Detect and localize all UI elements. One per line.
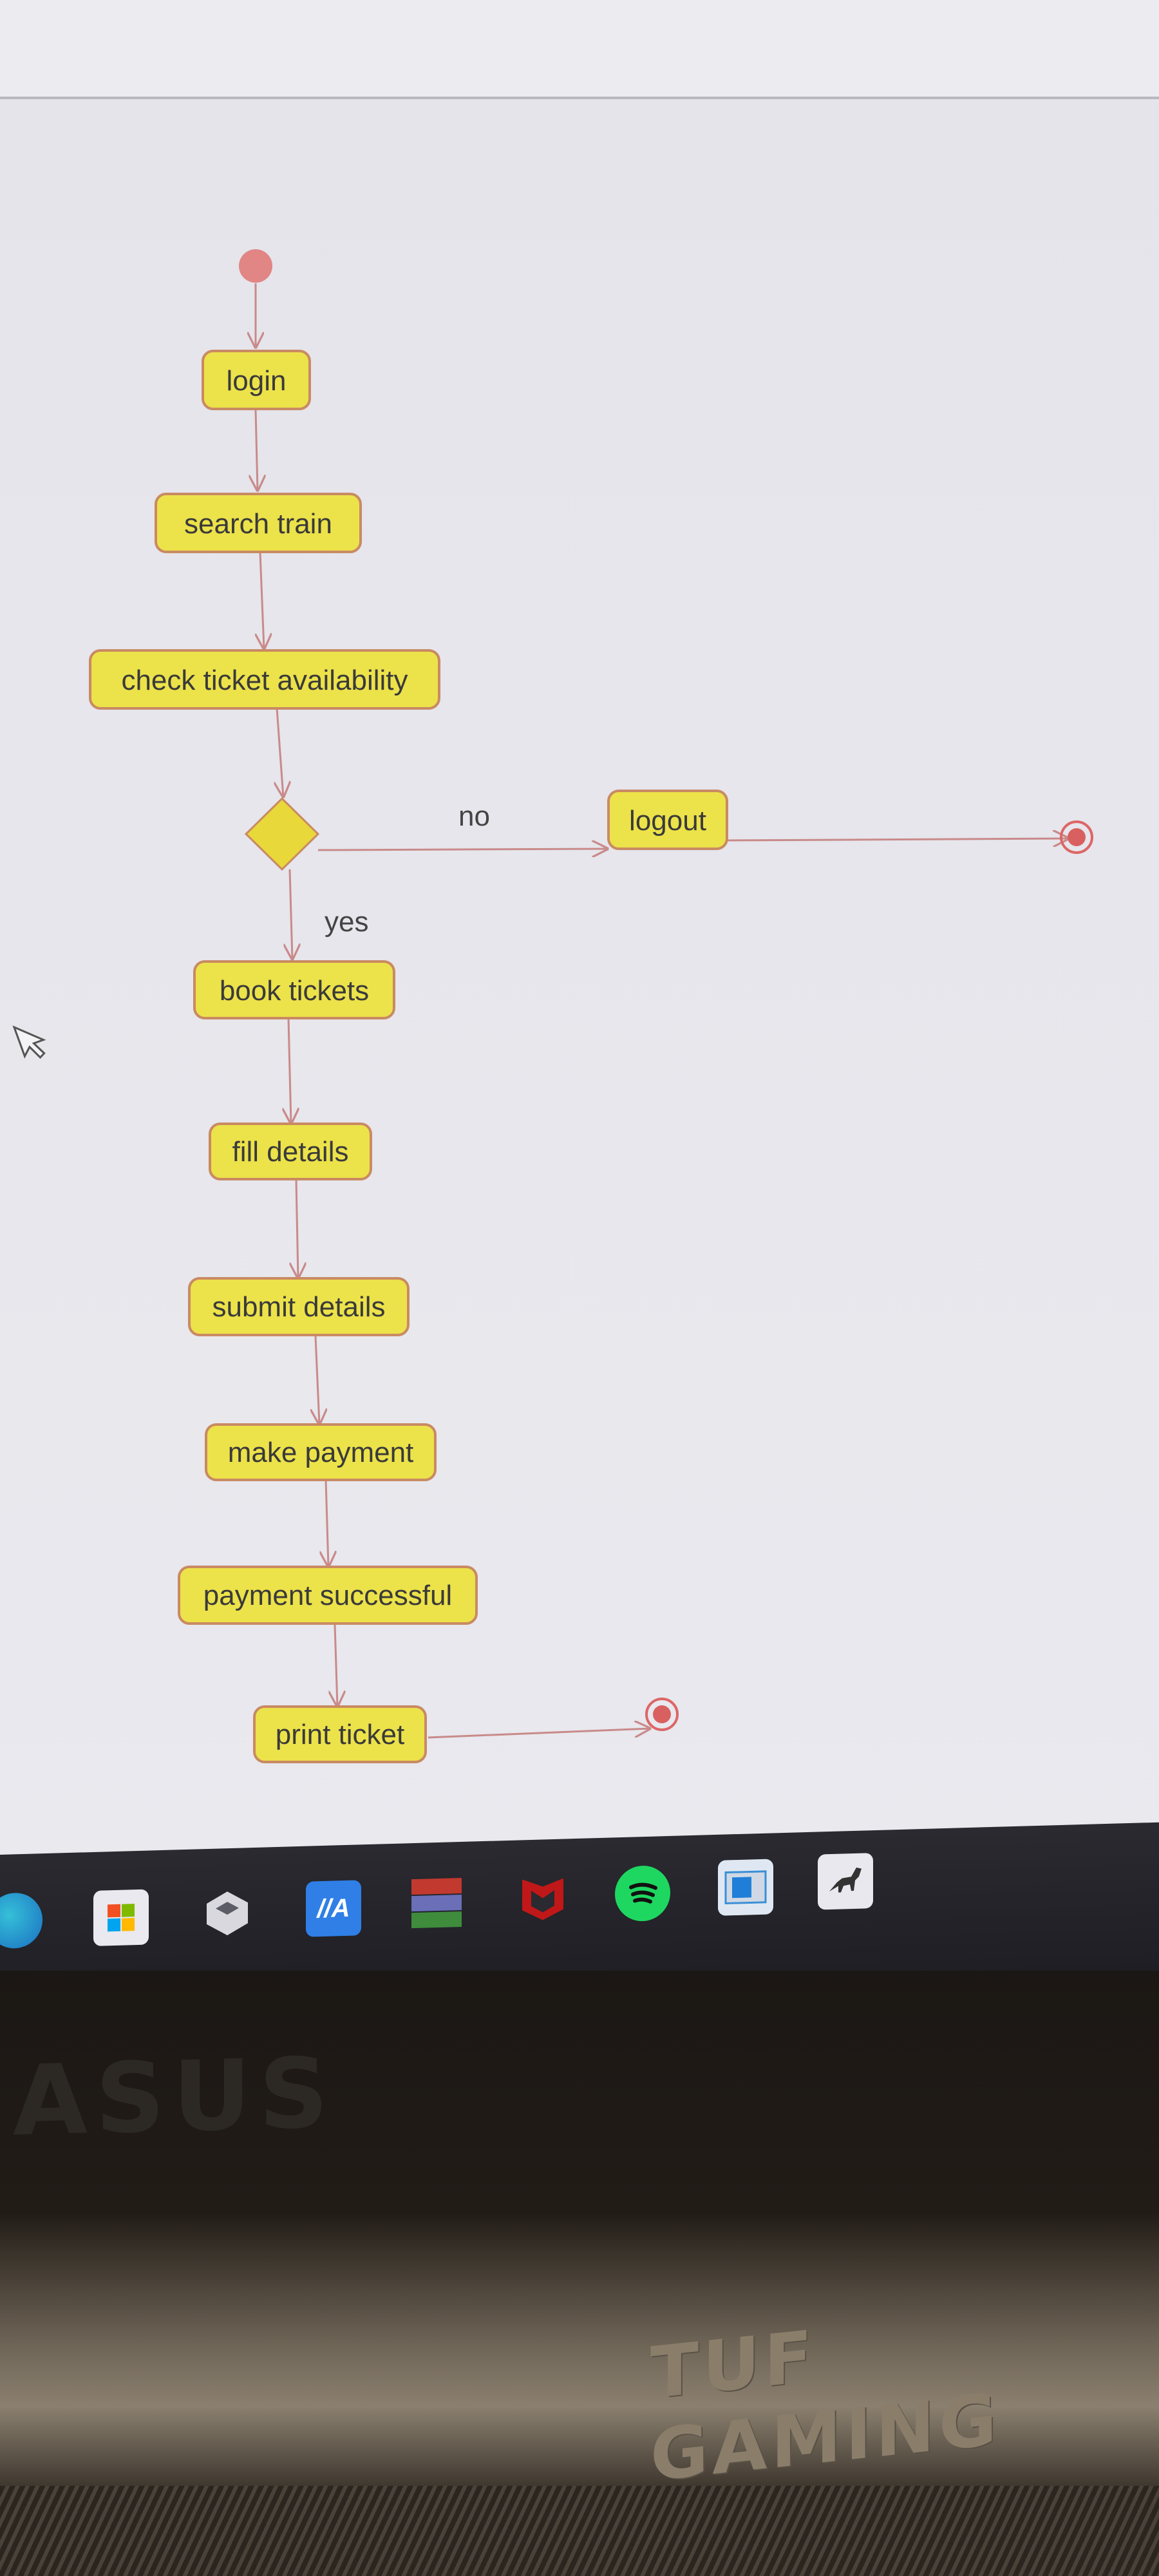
- dinosaur-icon[interactable]: [818, 1853, 873, 1910]
- edge-search-check: [260, 552, 264, 649]
- mcafee-icon[interactable]: [515, 1870, 570, 1926]
- action-node-submit-details: submit details: [188, 1277, 410, 1336]
- action-node-login: login: [202, 350, 311, 410]
- action-node-logout: logout: [607, 790, 728, 850]
- start-node: [239, 249, 272, 283]
- window-icon[interactable]: [718, 1859, 773, 1916]
- edge-decision-logout: [317, 849, 608, 850]
- action-node-book-tickets: book tickets: [193, 960, 395, 1019]
- make-payment-label: make payment: [228, 1437, 414, 1468]
- payment-successful-label: payment successful: [203, 1580, 452, 1611]
- window-top-strip: [0, 0, 1159, 99]
- spotify-icon[interactable]: [615, 1864, 670, 1922]
- edge-book-fill: [288, 1018, 291, 1124]
- edge-print-end: [428, 1728, 650, 1739]
- book-tickets-label: book tickets: [220, 975, 369, 1007]
- edge-check-decision: [277, 708, 283, 797]
- print-ticket-label: print ticket: [276, 1719, 405, 1750]
- mouse-cursor-icon: [12, 1025, 46, 1059]
- end-node-logout: [1060, 820, 1093, 854]
- edge-submit-payment: [316, 1336, 319, 1425]
- edge-logout-end: [727, 838, 1069, 840]
- app-icon[interactable]: [200, 1885, 255, 1942]
- taskbar: //A: [0, 1822, 1159, 2003]
- edge-success-print: [335, 1624, 337, 1707]
- logout-label: logout: [629, 805, 706, 837]
- edge-login-search: [256, 409, 258, 491]
- action-node-print-ticket: print ticket: [253, 1705, 427, 1763]
- action-node-check-ticket-availability: check ticket availability: [89, 649, 440, 710]
- brand-logo: ASUS: [13, 2037, 336, 2158]
- action-node-payment-successful: payment successful: [178, 1566, 478, 1625]
- action-node-make-payment: make payment: [205, 1423, 437, 1481]
- action-node-search-train: search train: [155, 493, 362, 553]
- end-node-print: [645, 1698, 679, 1731]
- store-icon[interactable]: [93, 1889, 149, 1946]
- winrar-icon[interactable]: [409, 1875, 464, 1932]
- vent-grille: [0, 2486, 1159, 2576]
- edge-label-yes: yes: [325, 906, 368, 938]
- screen: login search train check ticket availabi…: [0, 0, 1159, 1906]
- activity-diagram: login search train check ticket availabi…: [12, 249, 1093, 1763]
- laptop-bezel: [0, 1971, 1159, 2576]
- login-label: login: [227, 365, 287, 397]
- malwarebytes-icon[interactable]: //A: [306, 1880, 361, 1937]
- edge-payment-success: [326, 1479, 328, 1567]
- edge-fill-submit: [296, 1179, 298, 1278]
- fill-details-label: fill details: [232, 1136, 349, 1168]
- search-train-label: search train: [184, 508, 332, 540]
- action-node-fill-details: fill details: [209, 1122, 372, 1180]
- decision-node: [244, 797, 320, 871]
- submit-details-label: submit details: [212, 1291, 385, 1323]
- check-availability-label: check ticket availability: [121, 665, 408, 696]
- edge-icon[interactable]: [0, 1892, 42, 1949]
- edge-decision-book: [290, 869, 292, 960]
- edges: [256, 283, 1069, 1739]
- edge-label-no: no: [458, 800, 490, 832]
